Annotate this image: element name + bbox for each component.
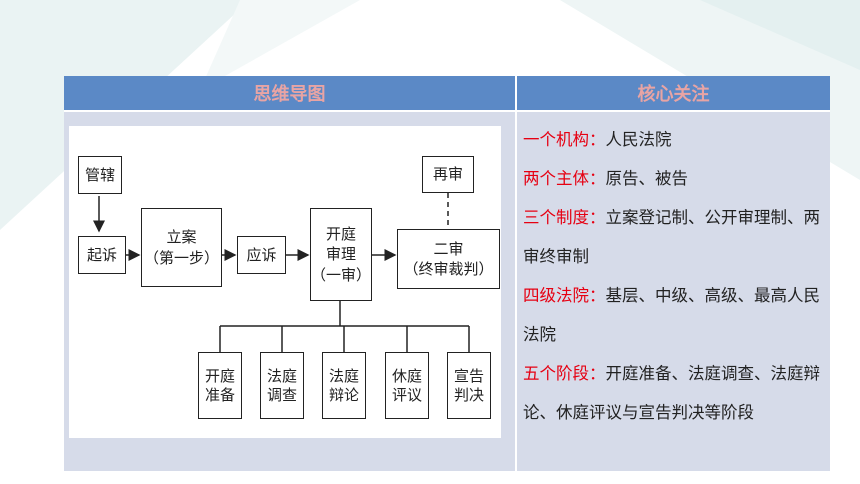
note-systems: 三个制度：立案登记制、公开审理制、两审终审制 [523,208,820,266]
note-institution: 一个机构：人民法院 [523,130,672,149]
filing-box: 立案（第一步） [141,208,222,287]
content-table: 思维导图 核心关注 [64,76,830,471]
focus-notes: 一个机构：人民法院 两个主体：原告、被告 三个制度：立案登记制、公开审理制、两审… [523,120,823,432]
stage-debate-box: 法庭辩论 [322,352,366,419]
retrial-box: 再审 [422,156,474,193]
connector-lines [93,193,470,352]
focus-header: 核心关注 [517,76,830,110]
sue-box: 起诉 [78,236,126,274]
note-stages: 五个阶段：开庭准备、法庭调查、法庭辩论、休庭评议与宣告判决等阶段 [523,364,820,422]
second-trial-box: 二审（终审裁判） [397,229,500,289]
mindmap-header: 思维导图 [64,76,515,110]
respond-box: 应诉 [237,236,286,274]
stage-deliberate-box: 休庭评议 [385,352,429,419]
jurisdiction-box: 管辖 [78,156,122,194]
stage-prepare-box: 开庭准备 [198,352,242,419]
note-parties: 两个主体：原告、被告 [523,169,688,188]
stage-investigate-box: 法庭调查 [260,352,304,419]
stage-verdict-box: 宣告判决 [447,352,491,419]
first-trial-box: 开庭审理（一审） [310,208,372,301]
litigation-flow-diagram: 管辖 起诉 立案（第一步） 应诉 开庭审理（一审） 再审 二审（终审裁判） 开庭… [69,126,501,438]
note-courts: 四级法院：基层、中级、高级、最高人民法院 [523,286,820,344]
